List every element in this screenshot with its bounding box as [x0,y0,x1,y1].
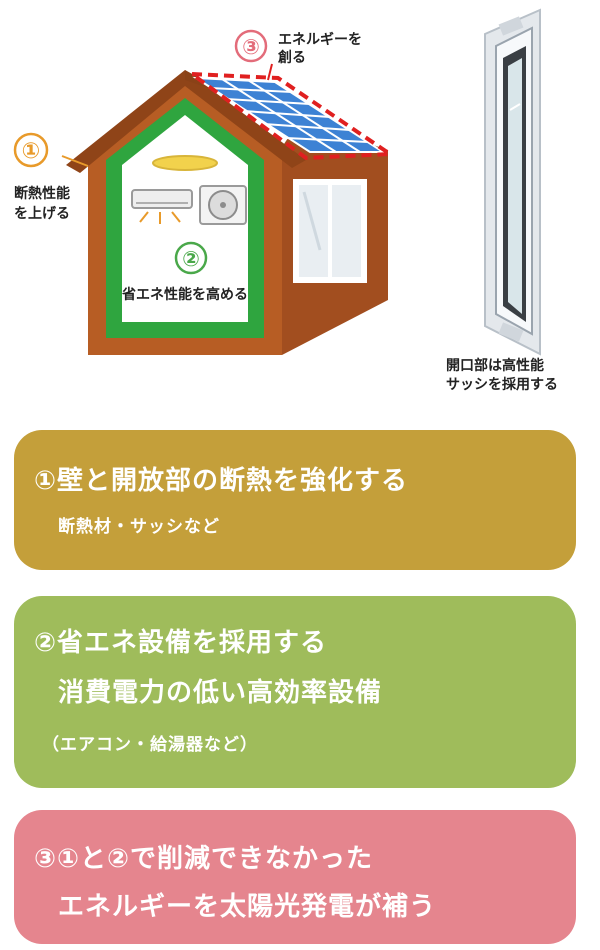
callout-one-line2: を上げる [14,206,70,222]
energy-saving-house-illustration: ③ エネルギーを 創る ① 断熱性能 を上げる ② 省エネ性能を高める 開口部は… [13,8,558,393]
window-caption-line2: サッシを採用する [446,376,558,393]
card-solar: ③①と②で削減できなかった エネルギーを太陽光発電が補う [14,810,576,944]
callout-three-line1: エネルギーを [278,31,362,48]
card-solar-line2: エネルギーを太陽光発電が補う [58,892,437,922]
callout-three: ③ エネルギーを 創る [234,29,362,81]
card-equipment-title: ②省エネ設備を採用する [34,628,328,658]
callout-two-label: 省エネ性能を高める [121,286,248,303]
side-window [293,179,367,283]
callout-one-line1: 断熱性能 [14,185,70,202]
card-equipment-line2: 消費電力の低い高効率設備 [58,678,383,708]
callout-two: ② 省エネ性能を高める [121,241,248,303]
house-interior [122,115,248,322]
outdoor-unit-icon [199,185,247,225]
card-insulation-sub: 断熱材・サッシなど [58,517,220,537]
house-roof-eave [66,70,306,173]
callout-two-number: ② [182,247,200,271]
solar-dashed-outline [185,71,397,161]
card-equipment-sub: （エアコン・給湯器など） [42,735,258,755]
card-solar-title: ③①と②で削減できなかった [34,844,374,874]
callout-three-line2: 創る [277,49,306,66]
callout-three-number: ③ [242,35,260,59]
card-insulation: ①壁と開放部の断熱を強化する 断熱材・サッシなど [14,430,576,570]
solar-panel-array [192,76,387,153]
air-conditioner-icon [131,189,193,224]
callout-one-number: ① [22,139,41,164]
window-sash-illustration [484,8,541,356]
card-equipment: ②省エネ設備を採用する 消費電力の低い高効率設備 （エアコン・給湯器など） [14,596,576,788]
callout-one: ① 断熱性能 を上げる [13,132,89,222]
card-insulation-title: ①壁と開放部の断熱を強化する [34,466,409,496]
window-caption-line1: 開口部は高性能 [446,357,544,374]
ceiling-light [152,155,218,171]
